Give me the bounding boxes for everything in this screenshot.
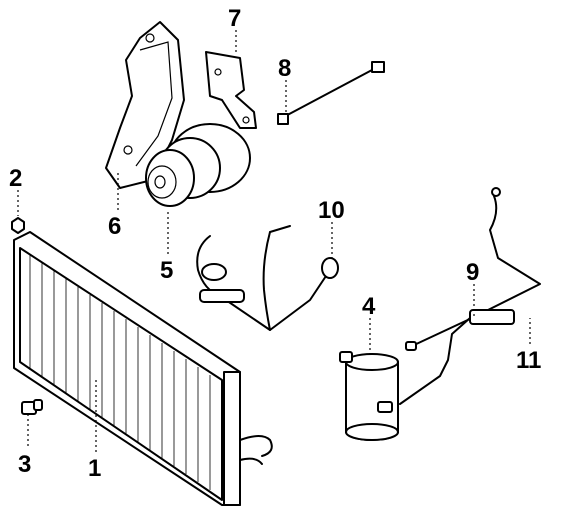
liquid-line [399, 187, 541, 405]
callout-8: 8 [278, 55, 291, 82]
callout-6: 6 [108, 213, 121, 240]
sensor [21, 399, 43, 415]
callout-9: 9 [466, 259, 479, 286]
brace-rod [277, 61, 385, 125]
callout-3: 3 [18, 451, 31, 478]
callout-4: 4 [362, 293, 376, 320]
support-bracket [205, 51, 257, 129]
callout-7: 7 [228, 5, 241, 32]
nut [11, 217, 25, 234]
callout-10: 10 [318, 197, 345, 224]
receiver-drier [339, 351, 399, 441]
callout-1: 1 [88, 455, 101, 482]
condenser [13, 231, 273, 506]
callout-11: 11 [516, 347, 541, 374]
compressor [145, 123, 251, 207]
callout-5: 5 [160, 257, 173, 284]
leader-lines [17, 30, 531, 452]
hose-assembly [196, 225, 339, 331]
callout-2: 2 [9, 165, 22, 192]
compressor-bracket [105, 21, 185, 189]
